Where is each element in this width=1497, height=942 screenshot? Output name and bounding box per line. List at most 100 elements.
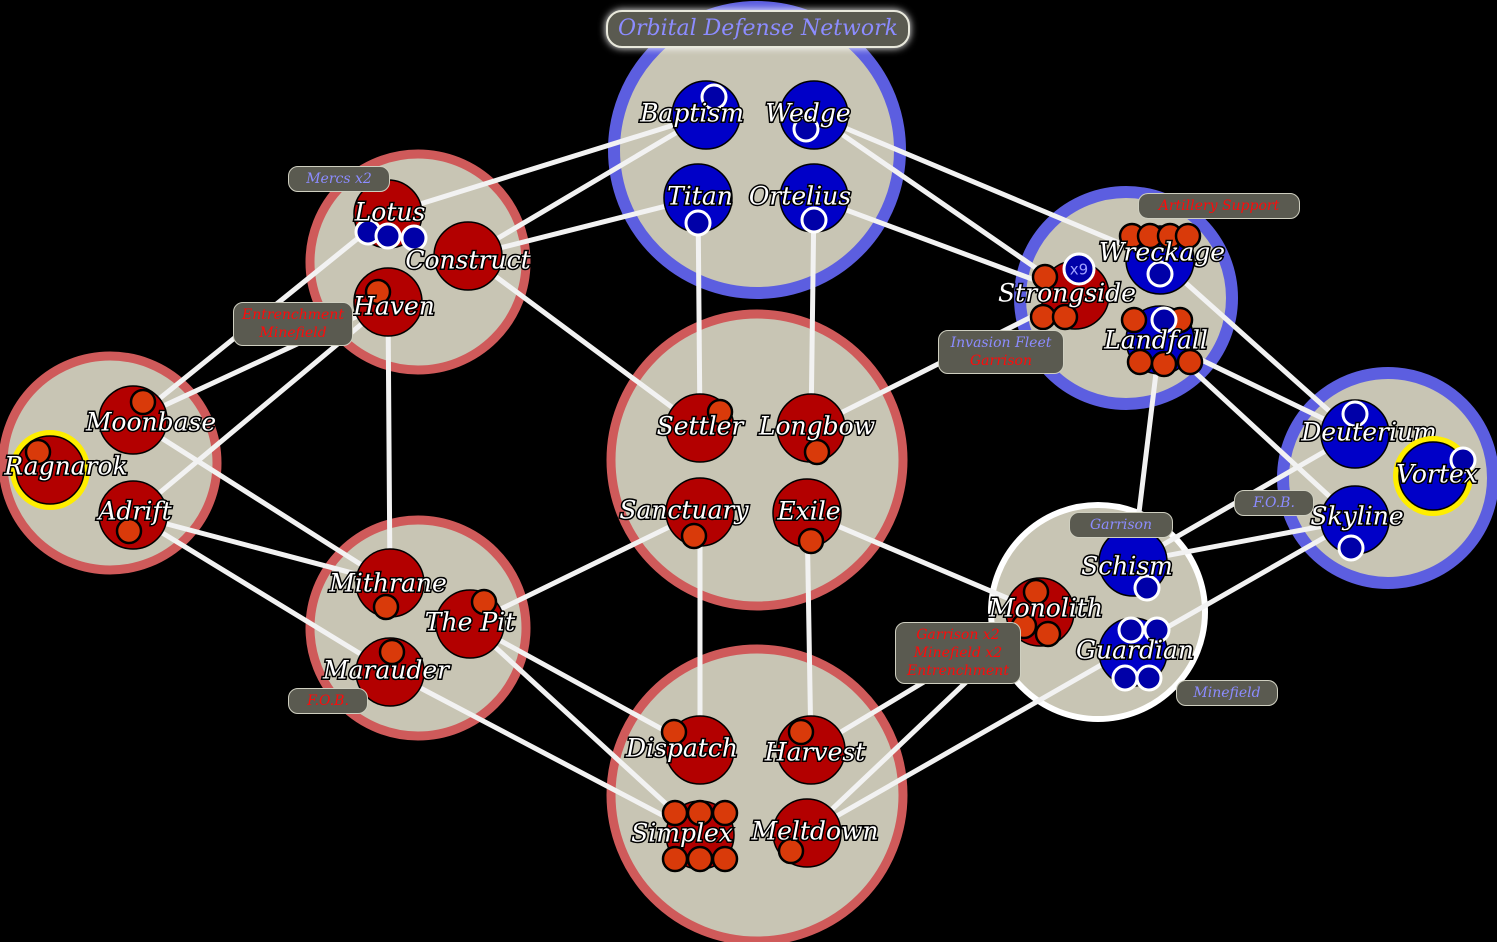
planet-settler[interactable]: Settler [655, 393, 747, 463]
red-unit-icon[interactable] [1034, 620, 1062, 648]
link-schism-skyline [1130, 517, 1358, 565]
red-unit-icon[interactable] [686, 845, 714, 873]
red-unit-icon[interactable] [1029, 303, 1057, 331]
red-unit-icon[interactable] [1150, 350, 1178, 378]
planet-dispatch[interactable]: Dispatch [624, 715, 739, 785]
blue-unit-icon[interactable] [1117, 616, 1145, 644]
planet-schism[interactable]: Schism [1080, 527, 1174, 602]
blue-unit-icon[interactable] [1143, 616, 1171, 644]
link-baptism-lotus [385, 112, 709, 217]
sector-orbital[interactable] [608, 1, 906, 299]
red-unit-icon[interactable] [364, 278, 392, 306]
tag-line: F.O.B. [307, 693, 349, 709]
link-marauder-simplex [387, 669, 703, 838]
planet-exile[interactable]: Exile [772, 478, 842, 555]
planet-baptism[interactable]: Baptism [638, 80, 745, 150]
blue-unit-icon[interactable] [700, 83, 728, 111]
blue-unit-icon[interactable] [1337, 534, 1365, 562]
planet-marauder[interactable]: Marauder [320, 637, 453, 707]
tag-line: Minefield x2 [913, 645, 1003, 661]
planet-mithrane[interactable]: Mithrane [327, 548, 448, 621]
red-unit-icon[interactable] [661, 845, 689, 873]
red-unit-icon[interactable] [1176, 348, 1204, 376]
tag-fob-east: F.O.B. [1234, 490, 1314, 516]
planet-label: Mithrane [328, 569, 447, 598]
planet-harvest[interactable]: Harvest [762, 715, 868, 785]
red-unit-icon[interactable] [787, 718, 815, 746]
planet-label: Strongside [998, 279, 1136, 308]
planet-sanctuary[interactable]: Sanctuary [618, 477, 751, 550]
planet-skyline[interactable]: Skyline [1309, 485, 1405, 562]
sector-center[interactable] [606, 309, 908, 611]
planet-moonbase[interactable]: Moonbase [83, 385, 218, 455]
red-unit-icon[interactable] [115, 517, 143, 545]
blue-unit-icon[interactable] [1150, 306, 1178, 334]
tag-garrison-blue: Garrison [1069, 512, 1173, 538]
blue-unit-icon[interactable] [1341, 400, 1369, 428]
planet-titan[interactable]: Titan [663, 163, 734, 237]
planet-simplex[interactable]: Simplex [630, 799, 739, 873]
planet-ragnarok[interactable]: Ragnarok [2, 430, 129, 510]
planet-deuterium[interactable]: Deuterium [1299, 399, 1438, 469]
blue-unit-icon[interactable] [792, 115, 820, 143]
planet-wreckage[interactable]: Wreckage [1097, 222, 1227, 295]
blue-unit-icon[interactable] [1111, 664, 1139, 692]
tag-line: Garrison [969, 353, 1033, 369]
blue-unit-icon[interactable] [374, 222, 402, 250]
blue-unit-icon[interactable] [1449, 446, 1477, 474]
red-unit-icon[interactable] [711, 799, 739, 827]
red-unit-icon[interactable] [777, 837, 805, 865]
red-unit-icon[interactable] [378, 638, 406, 666]
link-exile-monolith [804, 510, 1043, 615]
red-unit-icon[interactable] [1022, 578, 1050, 606]
planet-landfall[interactable]: Landfall [1102, 305, 1209, 378]
planet-vortex[interactable]: Vortex [1393, 436, 1479, 516]
planet-ortelius[interactable]: Ortelius [747, 163, 853, 234]
planet-wedge[interactable]: Wedge [764, 80, 852, 150]
planet-haven[interactable]: Haven [351, 267, 436, 337]
red-unit-icon[interactable] [470, 588, 498, 616]
planet-monolith[interactable]: Monolith [987, 577, 1104, 648]
tag-line: Garrison [1089, 517, 1153, 533]
link-meltdown-skyline [804, 517, 1358, 836]
red-unit-icon[interactable] [1031, 263, 1059, 291]
planet-label: Vortex [1396, 460, 1478, 489]
planet-body[interactable] [1320, 399, 1390, 469]
planet-label: Ortelius [749, 182, 851, 211]
planet-body[interactable] [433, 221, 503, 291]
red-unit-icon[interactable] [1051, 303, 1079, 331]
blue-unit-icon[interactable] [800, 206, 828, 234]
planet-adrift[interactable]: Adrift [95, 480, 174, 550]
blue-unit-icon[interactable] [1062, 252, 1096, 286]
red-unit-icon[interactable] [372, 593, 400, 621]
red-unit-icon[interactable] [24, 438, 52, 466]
planet-lotus[interactable]: Lotus [352, 179, 428, 252]
blue-unit-icon[interactable] [1146, 260, 1174, 288]
red-unit-icon[interactable] [1120, 306, 1148, 334]
red-unit-icon[interactable] [706, 398, 734, 426]
link-moonbase-mithrane [130, 417, 393, 586]
planet-longbow[interactable]: Longbow [756, 393, 877, 466]
planet-meltdown[interactable]: Meltdown [749, 798, 880, 868]
link-sanctuary-thepit [467, 509, 703, 627]
red-unit-icon[interactable] [803, 438, 831, 466]
red-unit-icon[interactable] [129, 388, 157, 416]
home-ring-icon [1393, 436, 1473, 516]
planet-body[interactable] [355, 637, 425, 707]
red-unit-icon[interactable] [1174, 222, 1202, 250]
red-unit-icon[interactable] [680, 522, 708, 550]
planet-guardian[interactable]: Guardian [1075, 616, 1195, 692]
planet-thepit[interactable]: The Pit [423, 588, 518, 659]
blue-unit-icon[interactable] [684, 209, 712, 237]
blue-unit-icon[interactable] [1135, 664, 1163, 692]
planet-construct[interactable]: Construct [404, 221, 533, 291]
blue-unit-icon[interactable] [400, 224, 428, 252]
red-unit-icon[interactable] [797, 527, 825, 555]
red-unit-icon[interactable] [660, 718, 688, 746]
planet-label: Lotus [354, 198, 426, 227]
blue-unit-icon[interactable] [1133, 574, 1161, 602]
red-unit-icon[interactable] [711, 845, 739, 873]
planet-label: Wreckage [1099, 238, 1225, 267]
